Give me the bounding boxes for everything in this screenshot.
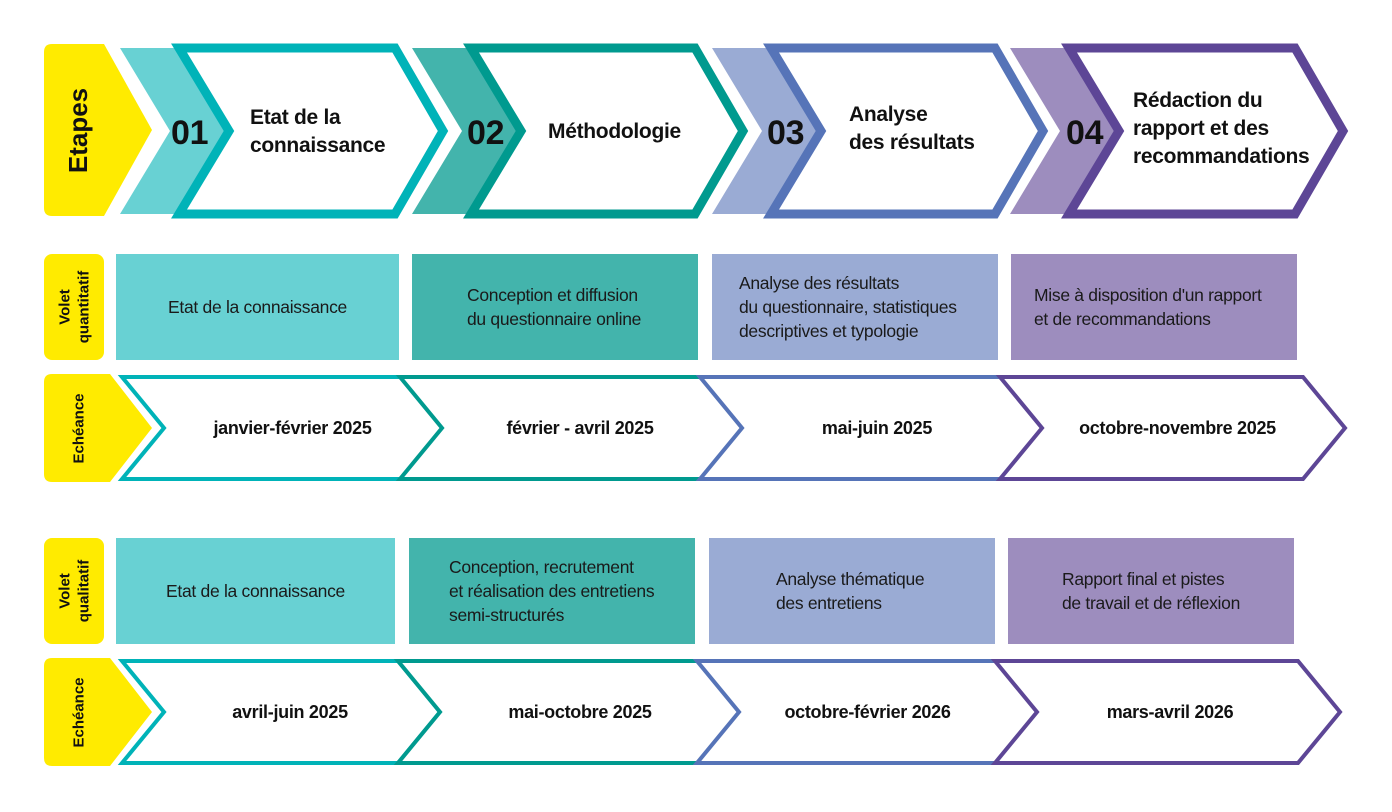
quantitatif-box-1: Etat de la connaissance bbox=[168, 297, 347, 317]
qualitatif-box-3-bg bbox=[709, 538, 995, 644]
step-1-outline-chevron bbox=[171, 43, 449, 219]
qualitatif-box-4: Rapport final et pistes de travail et de… bbox=[1062, 569, 1241, 613]
step-3-title: Analyse des résultats bbox=[849, 103, 975, 154]
quantitatif-date-4: octobre-novembre 2025 bbox=[1079, 417, 1276, 438]
quantitatif-date-4-chevron bbox=[995, 375, 1348, 481]
quantitatif-box-3-bg bbox=[712, 254, 998, 360]
step-1-number: 01 bbox=[171, 114, 209, 152]
step-3-outline-chevron bbox=[763, 43, 1049, 219]
quantitatif-box-2: Conception et diffusion du questionnaire… bbox=[467, 285, 642, 329]
qualitatif-tab bbox=[44, 538, 104, 644]
quantitatif-date-1: janvier-février 2025 bbox=[213, 417, 372, 438]
quantitatif-tab bbox=[44, 254, 104, 360]
step-header-chevrons bbox=[120, 43, 1349, 219]
echeance-qualitatif-tab bbox=[44, 658, 152, 766]
volet-quantitatif-label: Volet quantitatif bbox=[56, 270, 92, 344]
deadline-chevrons bbox=[117, 375, 1348, 765]
echeance-quantitatif-tab bbox=[44, 374, 152, 482]
quantitatif-date-2: février - avril 2025 bbox=[506, 417, 654, 438]
qualitatif-box-4-bg bbox=[1008, 538, 1294, 644]
qualitatif-date-4: mars-avril 2026 bbox=[1106, 701, 1234, 722]
step-2-title: Méthodologie bbox=[548, 120, 681, 143]
echeance-qualitatif-label: Echéance bbox=[70, 676, 88, 748]
qualitatif-box-2-bg bbox=[409, 538, 695, 644]
qualitatif-date-4-chevron bbox=[990, 659, 1343, 765]
quantitatif-box-1-bg bbox=[116, 254, 399, 360]
quantitatif-box-4: Mise à disposition d'un rapport et de re… bbox=[1034, 285, 1262, 329]
qualitatif-box-1: Etat de la connaissance bbox=[166, 581, 345, 601]
activity-boxes bbox=[116, 254, 1297, 644]
qualitatif-box-1-bg bbox=[116, 538, 395, 644]
echeance-quantitatif-label: Echéance bbox=[70, 392, 88, 464]
step-4-number: 04 bbox=[1066, 114, 1104, 152]
quantitatif-box-4-bg bbox=[1011, 254, 1297, 360]
qualitatif-date-1: avril-juin 2025 bbox=[232, 701, 348, 722]
step-4-outline-chevron bbox=[1061, 43, 1349, 219]
etapes-tab bbox=[44, 44, 152, 216]
step-2-outline-chevron bbox=[463, 43, 749, 219]
step-3-number: 03 bbox=[767, 114, 805, 152]
step-1-title: Etat de la connaissance bbox=[250, 106, 386, 157]
step-4-title: Rédaction du rapport et des recommandati… bbox=[1133, 89, 1310, 168]
qualitatif-date-3: octobre-février 2026 bbox=[784, 701, 951, 722]
qualitatif-box-3: Analyse thématique des entretiens bbox=[776, 569, 925, 613]
yellow-side-tabs bbox=[44, 44, 152, 766]
quantitatif-box-3: Analyse des résultats du questionnaire, … bbox=[739, 273, 957, 341]
etapes-label: Etapes bbox=[63, 87, 94, 173]
volet-qualitatif-label: Volet qualitatif bbox=[56, 559, 92, 623]
qualitatif-date-2: mai-octobre 2025 bbox=[508, 701, 652, 722]
qualitatif-box-2: Conception, recrutement et réalisation d… bbox=[449, 557, 655, 625]
quantitatif-date-3: mai-juin 2025 bbox=[821, 417, 933, 438]
step-2-number: 02 bbox=[467, 114, 505, 152]
quantitatif-box-2-bg bbox=[412, 254, 698, 360]
